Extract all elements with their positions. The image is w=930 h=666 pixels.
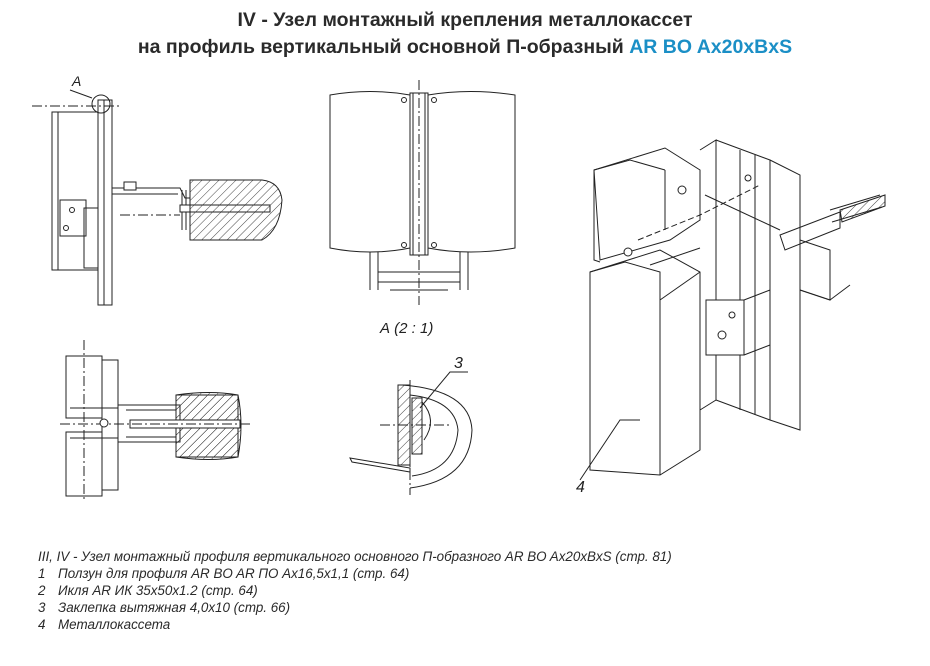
plan-section-view [60, 340, 250, 500]
legend-text: III, IV - Узел монтажный профиля вертика… [38, 549, 672, 564]
technical-drawing: А А (2 : 1) [32, 73, 886, 500]
detail-a-view [349, 371, 473, 495]
legend-item: 4 Металлокассета [38, 616, 672, 633]
legend-number: 1 [38, 566, 46, 581]
title-prefix: на профиль вертикальный основной П-образ… [137, 36, 630, 58]
detail-a-label: А (2 : 1) [379, 320, 433, 337]
legend-item: 1 Ползун для профиля AR BO AR ПО Ax16,5x1… [38, 565, 672, 582]
title-product-code: AR BO Ax20xBxS [629, 36, 793, 58]
legend-item: 2 Икля AR ИК 35x50x1.2 (стр. 64) [38, 582, 672, 599]
drawing-title-line1: IV - Узел монтажный крепления металлокас… [237, 9, 693, 31]
callout-a-label: А [71, 73, 81, 89]
isometric-assembly-view [579, 139, 886, 481]
parts-legend: III, IV - Узел монтажный профиля вертика… [38, 548, 672, 633]
front-elevation-view [329, 80, 516, 305]
legend-number: 2 [38, 583, 46, 598]
legend-text: Ползун для профиля AR BO AR ПО Ax16,5x1,… [58, 566, 410, 581]
legend-text: Металлокассета [58, 617, 171, 632]
legend-number: 4 [38, 617, 46, 632]
legend-text: Заклепка вытяжная 4,0x10 (стр. 66) [58, 600, 291, 615]
drawing-title-line2: на профиль вертикальный основной П-образ… [0, 35, 930, 59]
side-section-view [32, 89, 283, 306]
callout-3-label: 3 [454, 355, 463, 372]
legend-item: 3 Заклепка вытяжная 4,0x10 (стр. 66) [38, 599, 672, 616]
legend-text: Икля AR ИК 35x50x1.2 (стр. 64) [58, 583, 258, 598]
callout-4-label: 4 [576, 479, 585, 496]
legend-number: 3 [38, 600, 46, 615]
legend-item: III, IV - Узел монтажный профиля вертика… [38, 548, 672, 565]
